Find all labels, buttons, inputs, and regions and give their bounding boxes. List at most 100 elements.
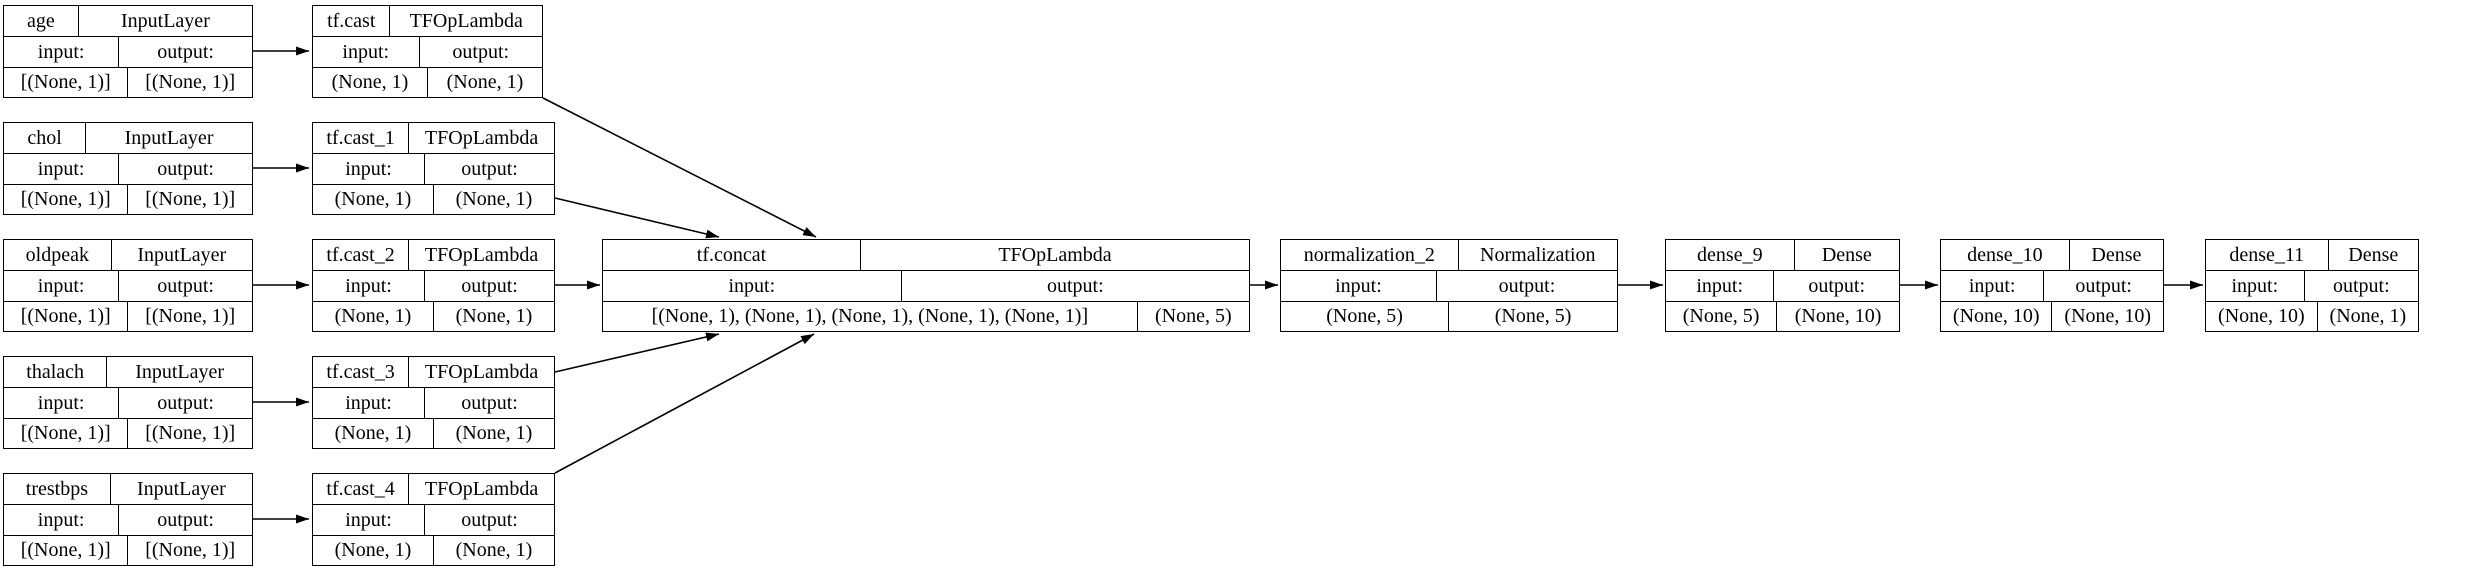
output-shape: (None, 1) — [2316, 301, 2418, 331]
output-shape: (None, 1) — [432, 184, 554, 214]
output-label: output: — [118, 154, 252, 184]
input-shape: [(None, 1), (None, 1), (None, 1), (None,… — [651, 305, 1089, 328]
layer-name: oldpeak — [25, 244, 89, 267]
input-label: input: — [37, 508, 85, 531]
node-shape-row: (None, 10) (None, 1) — [2206, 300, 2418, 331]
node-io-label-row: input: output: — [313, 153, 554, 184]
node-io-label-row: input: output: — [4, 387, 252, 418]
input-label: input: — [728, 274, 776, 297]
node-shape-row: [(None, 1)] [(None, 1)] — [4, 300, 252, 331]
layer-name: tf.cast_3 — [326, 361, 395, 384]
node-io-label-row: input: output: — [4, 270, 252, 301]
layer-class: InputLayer — [110, 240, 252, 271]
output-shape: (None, 5) — [1136, 301, 1249, 331]
output-label: output: — [118, 271, 252, 301]
output-label: output: — [424, 505, 554, 535]
layer-name: tf.cast_1 — [326, 127, 395, 150]
node-shape-row: [(None, 1)] [(None, 1)] — [4, 534, 252, 565]
node-header-row: normalization_2 Normalization — [1281, 240, 1617, 271]
node-io-label-row: input: output: — [313, 270, 554, 301]
input-shape: (None, 10) — [2218, 305, 2305, 328]
node-header-row: tf.cast TFOpLambda — [313, 6, 542, 37]
layer-name: normalization_2 — [1303, 244, 1435, 267]
input-shape: (None, 10) — [1952, 305, 2040, 328]
layer-class: TFOpLambda — [408, 357, 554, 388]
layer-name: chol — [27, 127, 62, 150]
output-label: output: — [900, 271, 1249, 301]
output-label: output: — [424, 154, 554, 184]
node-header-row: tf.cast_2 TFOpLambda — [313, 240, 554, 271]
edge-tf.cast_1-to-tf.concat — [554, 197, 720, 239]
layer-name: trestbps — [25, 478, 88, 501]
node-header-row: thalach InputLayer — [4, 357, 252, 388]
output-label: output: — [424, 271, 554, 301]
layer-name: dense_11 — [2229, 244, 2305, 267]
node-io-label-row: input: output: — [4, 36, 252, 67]
layer-class: Dense — [2068, 240, 2163, 271]
input-label: input: — [37, 40, 85, 63]
layer-name: tf.concat — [696, 244, 767, 267]
output-label: output: — [2043, 271, 2163, 301]
node-shape-row: [(None, 1)] [(None, 1)] — [4, 183, 252, 214]
output-label: output: — [424, 388, 554, 418]
layer-node-dense_11: dense_11 Dense input: output: (None, 10)… — [2205, 239, 2419, 332]
input-shape: [(None, 1)] — [20, 71, 111, 94]
output-shape: (None, 1) — [432, 301, 554, 331]
layer-class: InputLayer — [77, 6, 252, 37]
edge-tf.cast_3-to-tf.concat — [554, 332, 720, 373]
input-shape: (None, 1) — [334, 539, 412, 562]
input-shape: (None, 1) — [334, 422, 412, 445]
node-shape-row: (None, 5) (None, 10) — [1666, 300, 1899, 331]
node-shape-row: (None, 10) (None, 10) — [1941, 300, 2163, 331]
layer-class: TFOpLambda — [408, 474, 554, 505]
layer-node-tf.cast_4: tf.cast_4 TFOpLambda input: output: (Non… — [312, 473, 555, 566]
input-shape: (None, 1) — [334, 188, 412, 211]
output-label: output: — [1435, 271, 1617, 301]
node-shape-row: (None, 1) (None, 1) — [313, 534, 554, 565]
node-header-row: tf.cast_1 TFOpLambda — [313, 123, 554, 154]
output-shape: (None, 1) — [432, 418, 554, 448]
node-io-label-row: input: output: — [313, 387, 554, 418]
layer-node-tf.cast_3: tf.cast_3 TFOpLambda input: output: (Non… — [312, 356, 555, 449]
output-shape: (None, 10) — [2051, 301, 2163, 331]
layer-node-oldpeak: oldpeak InputLayer input: output: [(None… — [3, 239, 253, 332]
node-shape-row: (None, 1) (None, 1) — [313, 183, 554, 214]
layer-node-chol: chol InputLayer input: output: [(None, 1… — [3, 122, 253, 215]
node-shape-row: (None, 1) (None, 1) — [313, 417, 554, 448]
output-label: output: — [2303, 271, 2418, 301]
edge-tf.cast-to-tf.concat — [542, 97, 817, 238]
input-label: input: — [1696, 274, 1744, 297]
layer-class: TFOpLambda — [408, 123, 554, 154]
input-shape: [(None, 1)] — [20, 539, 111, 562]
output-label: output: — [1773, 271, 1899, 301]
layer-class: Normalization — [1457, 240, 1617, 271]
input-shape: (None, 5) — [1326, 305, 1403, 328]
input-label: input: — [345, 274, 392, 297]
layer-class: Dense — [2327, 240, 2418, 271]
layer-node-dense_10: dense_10 Dense input: output: (None, 10)… — [1940, 239, 2164, 332]
node-shape-row: [(None, 1), (None, 1), (None, 1), (None,… — [603, 300, 1249, 331]
output-shape: [(None, 1)] — [127, 67, 252, 97]
layer-node-thalach: thalach InputLayer input: output: [(None… — [3, 356, 253, 449]
layer-class: InputLayer — [85, 123, 252, 154]
node-io-label-row: input: output: — [1941, 270, 2163, 301]
node-header-row: tf.cast_3 TFOpLambda — [313, 357, 554, 388]
output-shape: (None, 1) — [432, 535, 554, 565]
output-shape: [(None, 1)] — [127, 535, 252, 565]
output-shape: [(None, 1)] — [127, 418, 252, 448]
node-io-label-row: input: output: — [313, 36, 542, 67]
layer-name: dense_10 — [1967, 244, 2043, 267]
output-shape: (None, 1) — [426, 67, 542, 97]
layer-class: TFOpLambda — [859, 240, 1249, 271]
input-label: input: — [1968, 274, 2016, 297]
layer-class: InputLayer — [106, 357, 252, 388]
input-label: input: — [345, 508, 392, 531]
node-header-row: dense_10 Dense — [1941, 240, 2163, 271]
layer-class: TFOpLambda — [389, 6, 542, 37]
node-shape-row: (None, 1) (None, 1) — [313, 300, 554, 331]
output-shape: [(None, 1)] — [127, 301, 252, 331]
node-header-row: trestbps InputLayer — [4, 474, 252, 505]
input-label: input: — [37, 274, 85, 297]
